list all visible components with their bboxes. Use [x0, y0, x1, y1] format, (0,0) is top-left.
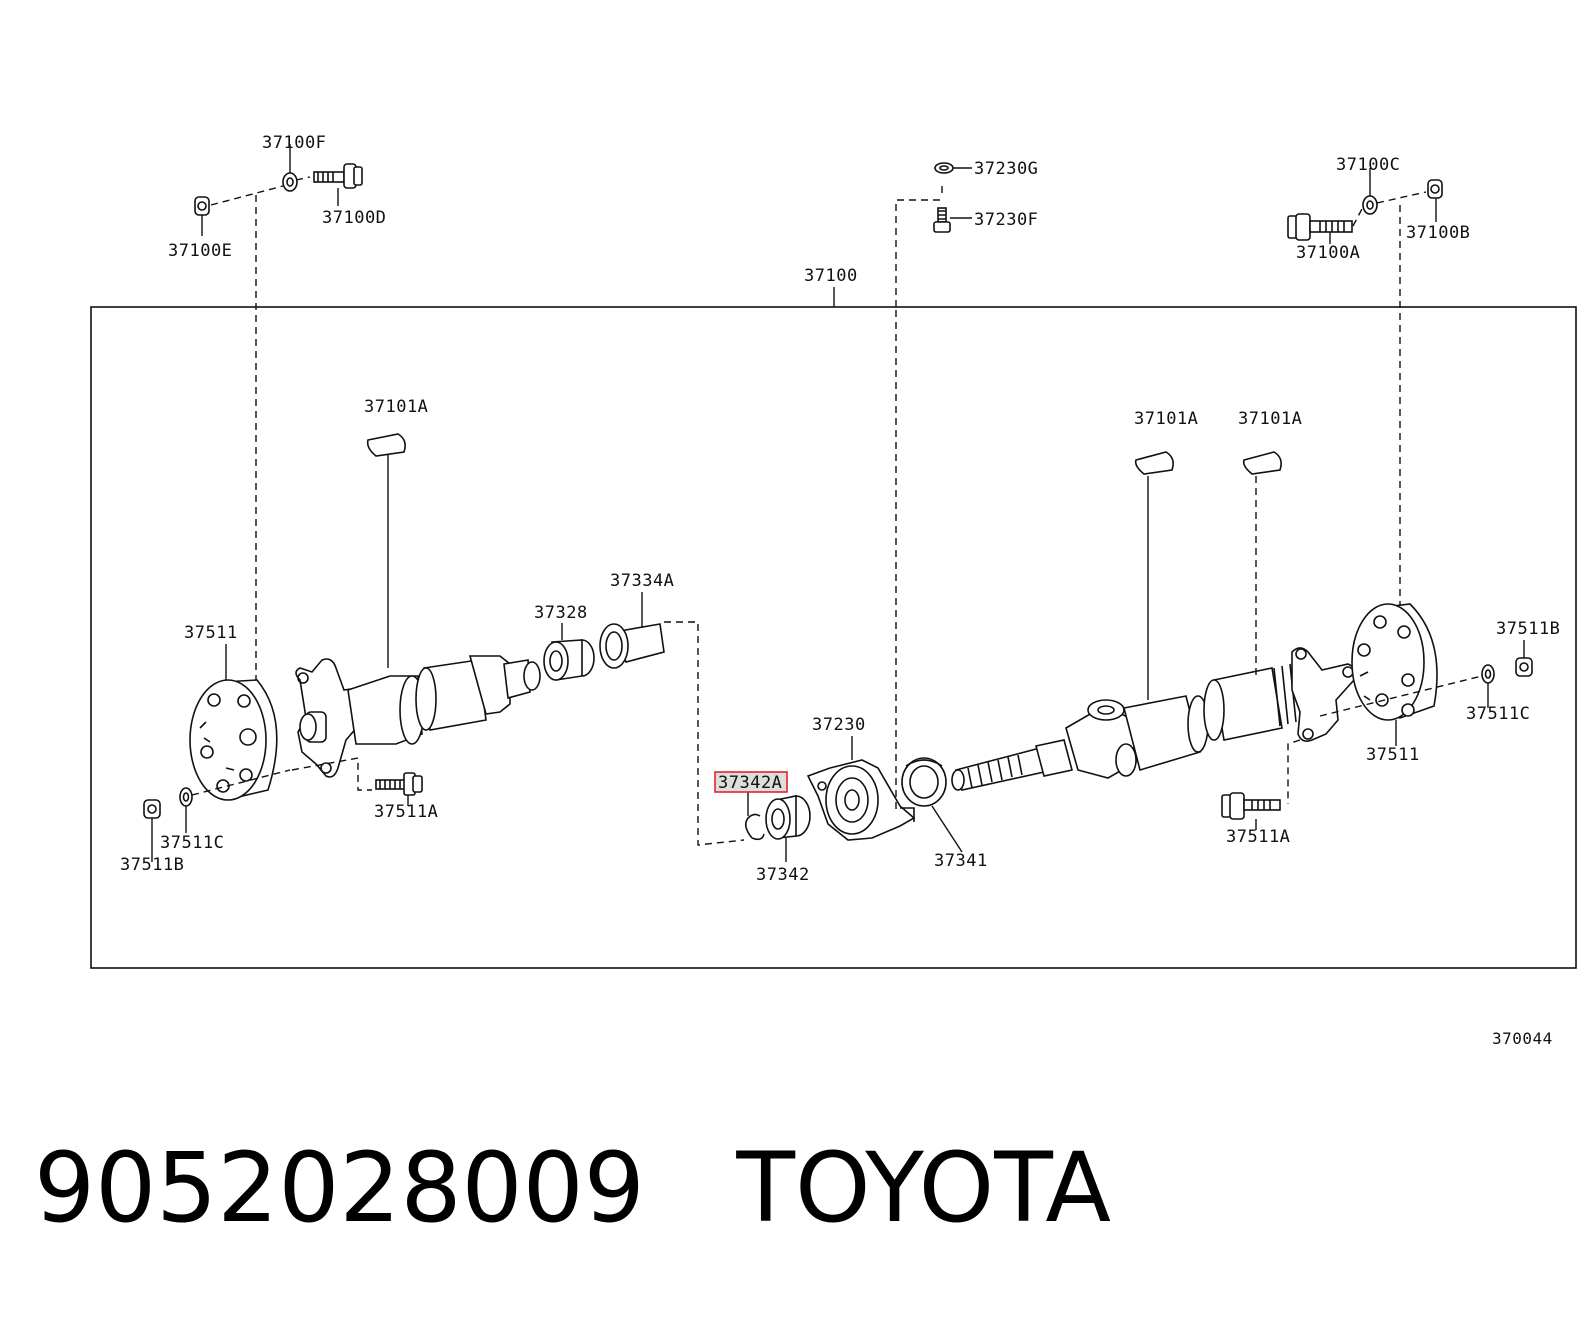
callout-37328: 37328: [534, 603, 588, 623]
callout-37511c-left: 37511C: [160, 833, 224, 853]
callout-37342a[interactable]: 37342A: [718, 773, 782, 793]
callout-37100e: 37100E: [168, 241, 232, 261]
bearing-37341: [901, 757, 947, 807]
washer-37511c-left: [179, 787, 193, 807]
retainer-37342: [765, 795, 811, 840]
washer-37511c-right: [1481, 664, 1495, 684]
callout-37101a-mid: 37101A: [1134, 409, 1198, 429]
callout-37100c: 37100C: [1336, 155, 1400, 175]
callout-37230f: 37230F: [974, 210, 1038, 230]
callout-37100f: 37100F: [262, 133, 326, 153]
flex-coupling-left: [189, 679, 278, 801]
sleeve-37328: [543, 639, 595, 681]
callout-37334a: 37334A: [610, 571, 674, 591]
bolt-37100d: [313, 163, 363, 189]
callout-37100b: 37100B: [1406, 223, 1470, 243]
callout-37511-right: 37511: [1366, 745, 1420, 765]
callout-37230g: 37230G: [974, 159, 1038, 179]
callout-37101a-right: 37101A: [1238, 409, 1302, 429]
washer-37100c: [1362, 195, 1378, 215]
callout-37511a-right: 37511A: [1226, 827, 1290, 847]
callout-37342: 37342: [756, 865, 810, 885]
bolt-37230f: [933, 207, 951, 233]
part-number: 9052028009: [34, 1132, 645, 1244]
callout-37101a-left: 37101A: [364, 397, 428, 417]
nut-37511b-left: [143, 799, 161, 819]
callout-37511-left: 37511: [184, 623, 238, 643]
bolt-37511a-left: [375, 772, 423, 796]
nut-37511b-right: [1515, 657, 1533, 677]
balance-weight-mid: [1134, 451, 1174, 475]
balance-weight-right: [1242, 451, 1282, 475]
washer-37100f: [282, 172, 298, 192]
callout-37511a-left: 37511A: [374, 802, 438, 822]
callout-37341: 37341: [934, 851, 988, 871]
bolt-37511a-right: [1221, 792, 1281, 820]
assembly-frame: [90, 306, 1577, 969]
bolt-37100a: [1287, 213, 1353, 241]
callout-37230: 37230: [812, 715, 866, 735]
nut-37100e: [194, 196, 210, 216]
washer-37230g: [934, 162, 954, 174]
boot-37334a: [599, 623, 665, 669]
center-bearing-37230: [806, 759, 916, 841]
flex-coupling-right: [1351, 603, 1438, 721]
brand-name: TOYOTA: [736, 1132, 1112, 1244]
callout-highlight-box: [714, 771, 788, 793]
flange-right: [1291, 647, 1356, 742]
nut-37100b: [1427, 179, 1443, 199]
propeller-shaft-front: [347, 655, 541, 745]
balance-weight-left: [366, 433, 406, 457]
diagram-id: 370044: [1492, 1029, 1553, 1048]
callout-37511c-right: 37511C: [1466, 704, 1530, 724]
callout-37100: 37100: [804, 266, 858, 286]
propeller-shaft-rear: [951, 663, 1297, 791]
callout-37511b-right: 37511B: [1496, 619, 1560, 639]
callout-37100a: 37100A: [1296, 243, 1360, 263]
callout-37511b-left: 37511B: [120, 855, 184, 875]
callout-37100d: 37100D: [322, 208, 386, 228]
snap-ring-37342a: [744, 813, 765, 841]
part-number-title: 9052028009 TOYOTA: [34, 1140, 1111, 1236]
